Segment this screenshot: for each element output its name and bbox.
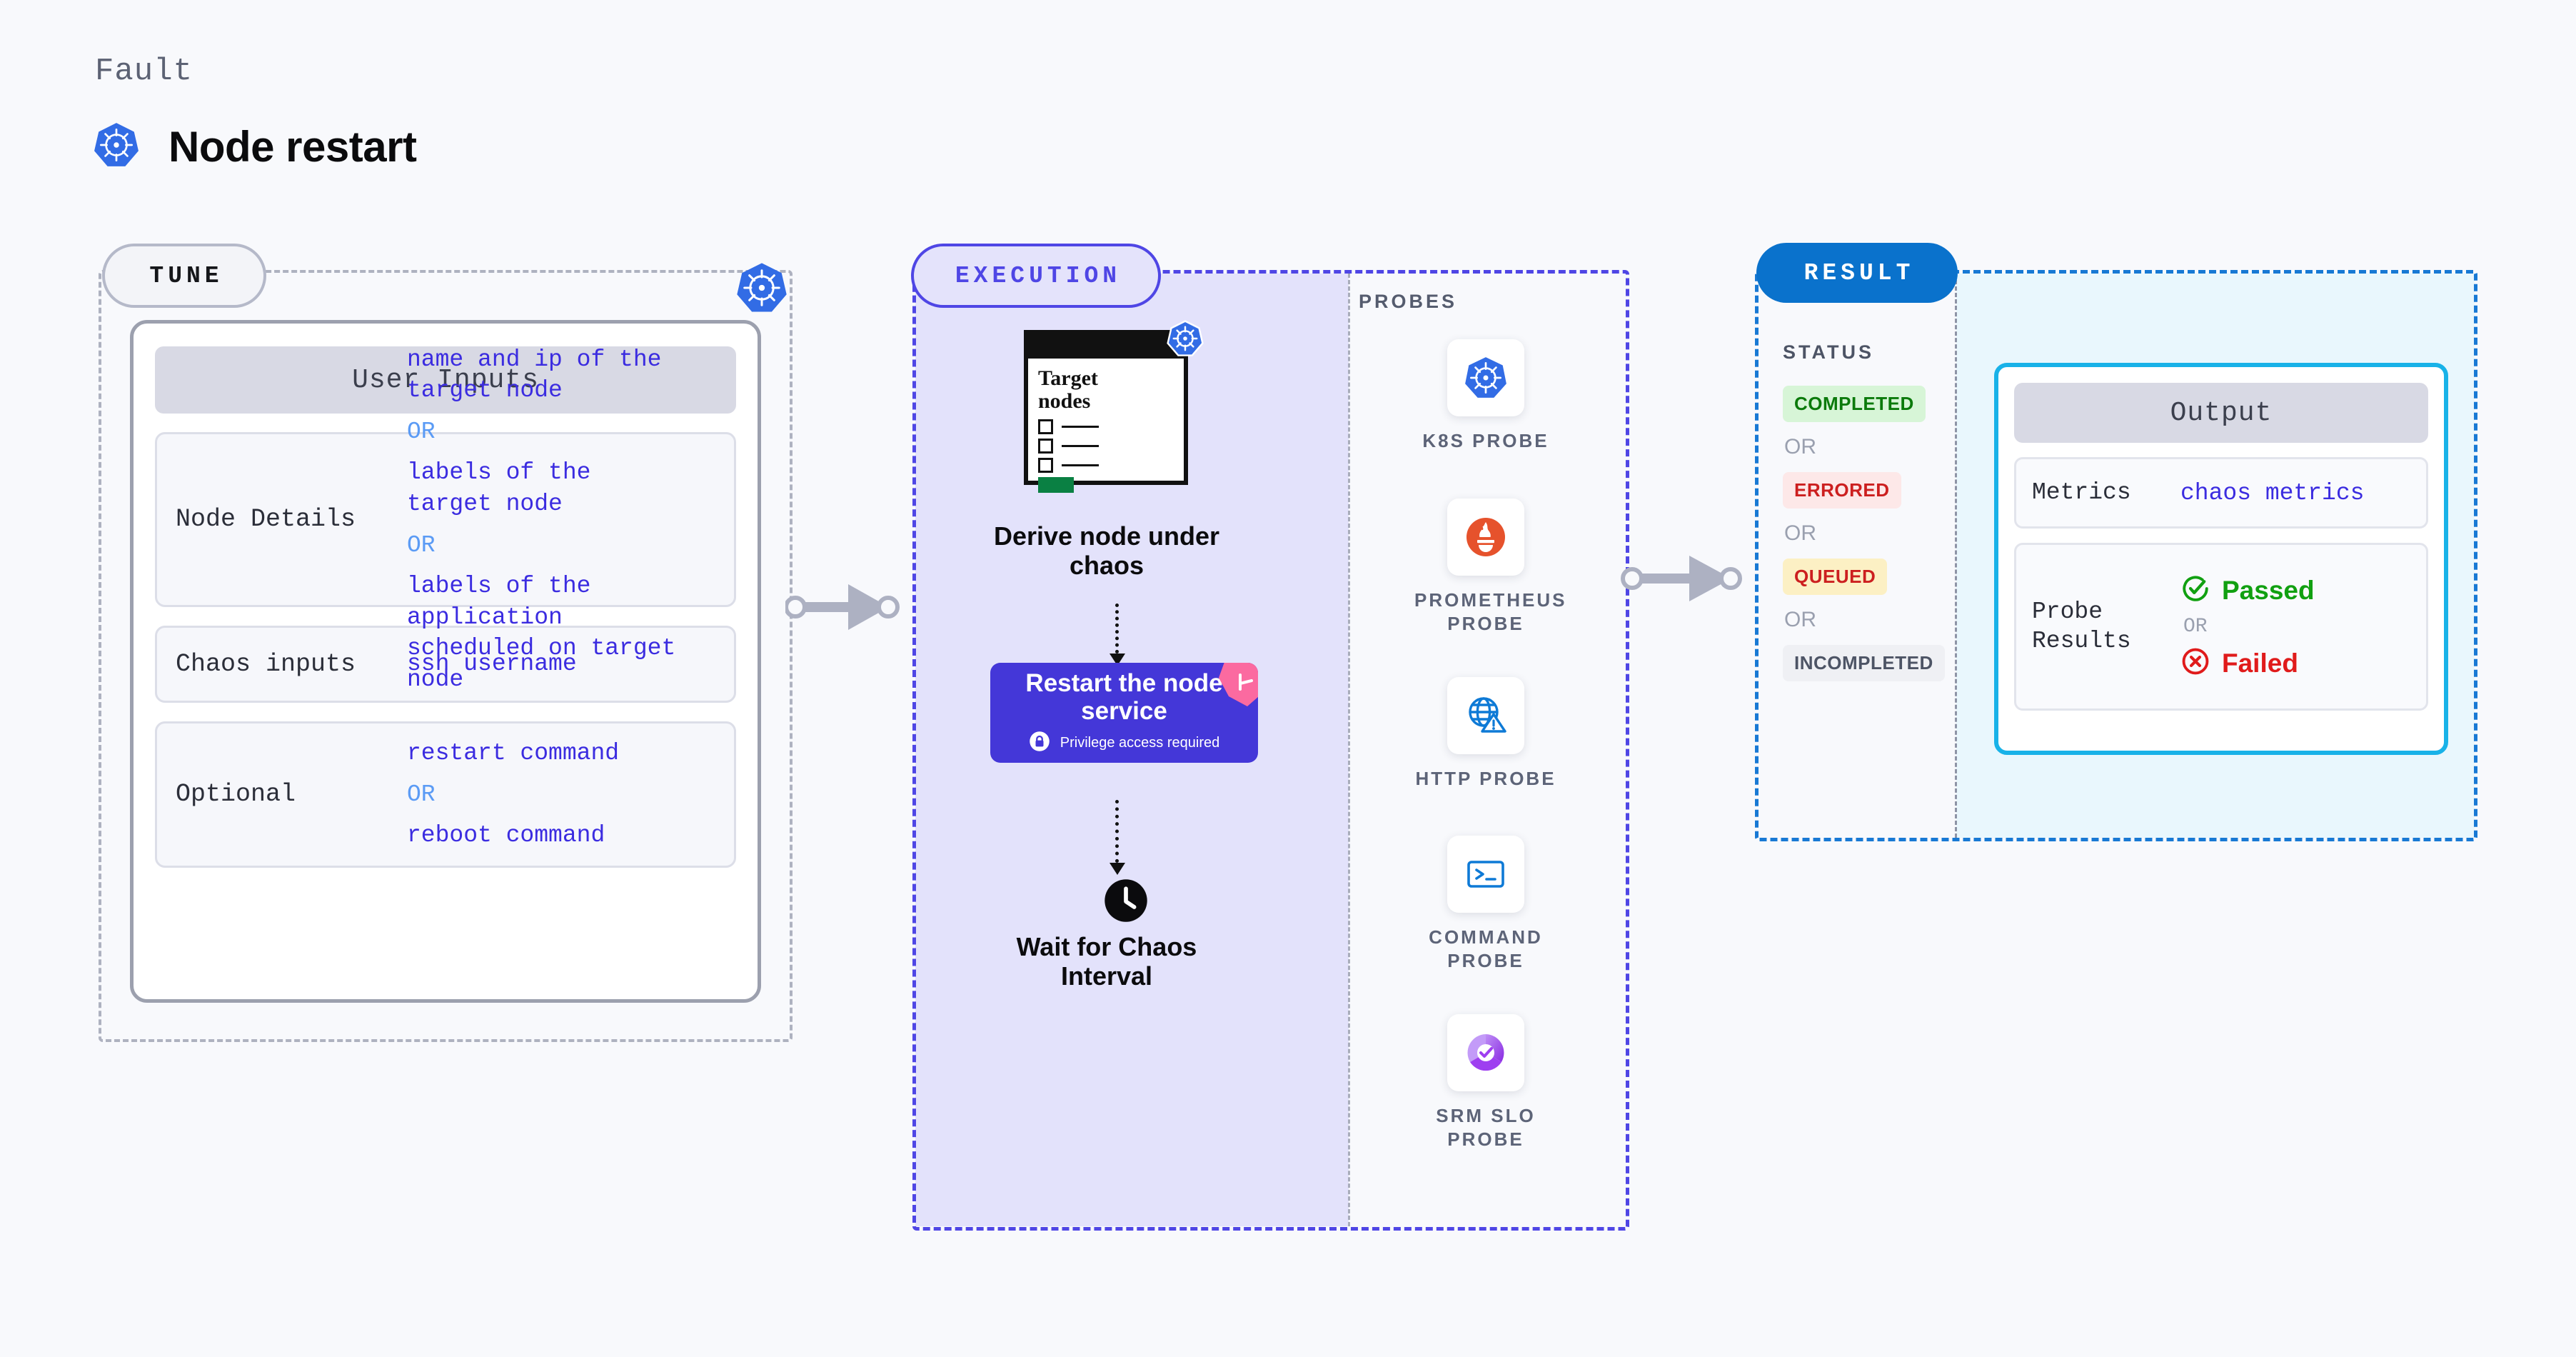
user-inputs-header: User Inputs: [155, 346, 736, 414]
output-label: Metrics: [2032, 479, 2131, 506]
step-caption-derive: Derive node under chaos: [993, 521, 1220, 581]
status-label: STATUS: [1783, 341, 1874, 363]
input-label: Node Details: [176, 505, 356, 534]
execution-panel: [912, 270, 1629, 1231]
output-row-metrics[interactable]: Metrics chaos metrics: [2014, 457, 2428, 529]
result-pill: RESULT: [1756, 243, 1958, 303]
page-title-text: Node restart: [168, 123, 417, 171]
or-separator: OR: [407, 531, 436, 559]
probe-label: HTTP PROBE: [1415, 768, 1556, 789]
connector-tune-to-execution: [785, 584, 900, 630]
checkbox-icon[interactable]: [1038, 457, 1053, 473]
or-separator: OR: [1784, 608, 1816, 631]
input-value: labels of the application scheduled on t…: [407, 573, 676, 693]
check-circle-icon: [2180, 574, 2210, 607]
lock-icon: [1029, 731, 1050, 756]
kubernetes-icon: [1167, 320, 1204, 357]
output-card: Output Metrics chaos metrics Probe Resul…: [1994, 363, 2448, 755]
checkbox-icon[interactable]: [1038, 438, 1053, 454]
output-row-probe-results[interactable]: Probe Results Passed OR: [2014, 543, 2428, 711]
input-row-chaos-inputs[interactable]: Chaos inputs ssh username: [155, 626, 736, 703]
status-list: COMPLETED OR ERRORED OR QUEUED OR INCOMP…: [1783, 386, 1945, 681]
step-restart-node-service[interactable]: Restart the node service Privilege acces…: [990, 663, 1258, 763]
kubernetes-icon: [735, 261, 788, 314]
probe-prometheus[interactable]: PROMETHEUS PROBE: [1414, 499, 1567, 635]
prometheus-icon: [1447, 499, 1524, 576]
input-row-node-details[interactable]: Node Details name and ip of the target n…: [155, 346, 736, 693]
flow-arrow: [1110, 800, 1125, 875]
input-value: restart command: [407, 740, 620, 767]
tune-panel: [99, 270, 793, 1042]
placeholder-line: [1062, 444, 1099, 447]
terminal-icon: [1447, 836, 1524, 913]
step-caption-restart: Restart the node service: [1025, 669, 1223, 725]
flow-arrow: [1110, 604, 1125, 666]
status-badge: COMPLETED: [1783, 386, 1926, 422]
probe-label: PROMETHEUS PROBE: [1414, 589, 1567, 634]
input-value: name and ip of the target node: [407, 346, 662, 404]
status-badge: ERRORED: [1783, 472, 1901, 509]
execution-pill: EXECUTION: [911, 244, 1161, 308]
target-nodes-window: Target nodes: [1024, 320, 1204, 493]
target-nodes-title: Target nodes: [1038, 366, 1098, 414]
step-caption-wait: Wait for Chaos Interval: [1016, 932, 1197, 991]
placeholder-line: [1062, 425, 1099, 428]
input-value: reboot command: [407, 822, 605, 849]
list-item: [1038, 457, 1184, 473]
privilege-note: Privilege access required: [1060, 735, 1220, 751]
output-label: Probe Results: [2032, 599, 2131, 654]
result-panel: [1755, 270, 2477, 841]
or-separator: OR: [1784, 521, 1816, 545]
tune-pill: TUNE: [102, 244, 266, 308]
execution-probes-divider: [1348, 274, 1350, 1226]
probe-result-label: Passed: [2222, 575, 2315, 605]
probe-result-passed: Passed: [2180, 574, 2315, 607]
list-item: [1038, 419, 1184, 434]
page-title: Node restart: [93, 121, 417, 172]
status-badge: INCOMPLETED: [1783, 645, 1945, 681]
input-value: labels of the target node: [407, 459, 591, 517]
or-separator: OR: [407, 418, 436, 445]
user-inputs-card: User Inputs Node Details name and ip of …: [130, 320, 761, 1003]
window-titlebar: [1028, 334, 1184, 359]
globe-warning-icon: [1447, 677, 1524, 754]
x-circle-icon: [2180, 646, 2210, 680]
output-header: Output: [2014, 383, 2428, 443]
target-nodes-list: [1028, 414, 1184, 473]
output-value: chaos metrics: [2180, 479, 2365, 506]
probe-http[interactable]: HTTP PROBE: [1414, 677, 1557, 791]
probes-label: PROBES: [1359, 291, 1458, 312]
probe-result-failed: Failed: [2180, 646, 2315, 680]
status-badge: QUEUED: [1783, 559, 1888, 595]
probe-result-label: Failed: [2222, 648, 2298, 678]
probe-label: COMMAND PROBE: [1429, 926, 1543, 971]
connector-execution-to-result: [1621, 556, 1742, 601]
probe-label: SRM SLO PROBE: [1436, 1105, 1536, 1150]
checkbox-icon[interactable]: [1038, 419, 1053, 434]
or-separator: OR: [407, 781, 436, 808]
input-label: Optional: [176, 780, 296, 809]
clock-icon: [1104, 878, 1148, 923]
probe-k8s[interactable]: K8S PROBE: [1414, 339, 1557, 453]
placeholder-line: [1062, 464, 1099, 466]
result-status-divider: [1955, 274, 1957, 838]
kubernetes-icon: [93, 121, 140, 172]
input-row-optional[interactable]: Optional restart command OR reboot comma…: [155, 721, 736, 868]
kubernetes-icon: [1447, 339, 1524, 416]
input-value: ssh username: [407, 651, 577, 678]
list-item: [1038, 438, 1184, 454]
probe-srm-slo[interactable]: SRM SLO PROBE: [1414, 1014, 1557, 1151]
fault-label: Fault: [95, 54, 193, 89]
probe-label: K8S PROBE: [1422, 430, 1549, 451]
or-separator: OR: [1784, 435, 1816, 459]
or-separator: OR: [2183, 616, 2208, 638]
probe-command[interactable]: COMMAND PROBE: [1414, 836, 1557, 972]
slo-donut-check-icon: [1447, 1014, 1524, 1091]
progress-bar: [1038, 476, 1074, 493]
input-label: Chaos inputs: [176, 649, 356, 678]
